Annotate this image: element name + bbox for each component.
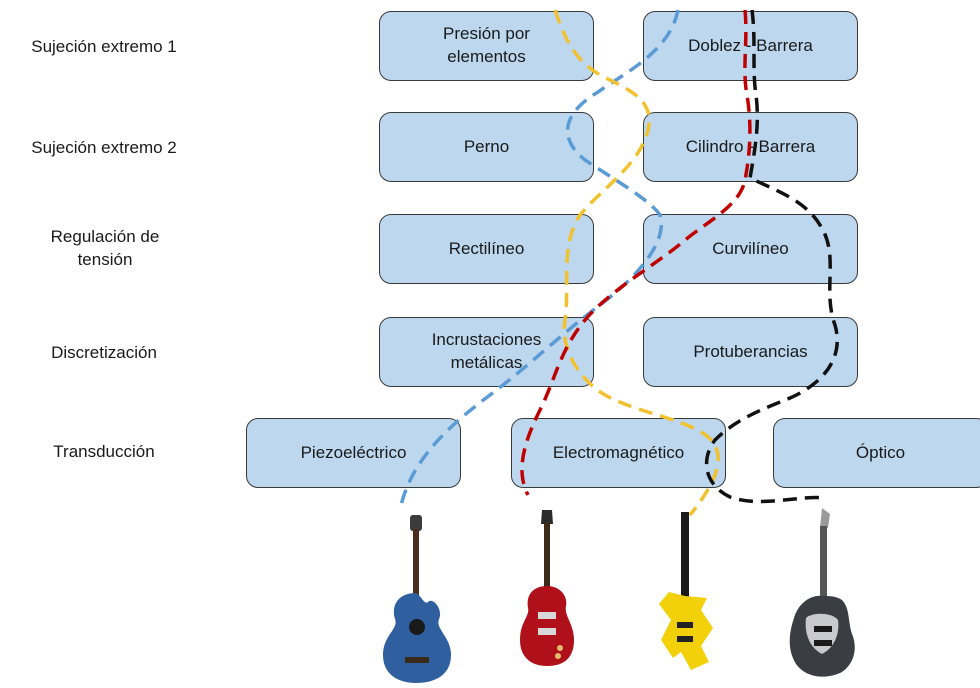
acoustic-blue-guitar-icon — [383, 515, 451, 683]
option-optico: Óptico — [773, 418, 980, 488]
row-label-sujecion-2: Sujeción extremo 2 — [31, 138, 177, 157]
row-label-regulacion: Regulación de tensión — [50, 227, 160, 269]
option-presion: Presión por elementos — [379, 11, 594, 81]
row-label-discretizacion: Discretización — [51, 343, 157, 362]
option-perno: Perno — [379, 112, 594, 182]
option-curvilineo: Curvilíneo — [643, 214, 858, 284]
row-label-transduccion: Transducción — [53, 442, 155, 461]
option-electro: Electromagnético — [511, 418, 726, 488]
yellow-headless-guitar-icon — [659, 512, 713, 670]
option-doblez: Doblez - Barrera — [643, 11, 858, 81]
option-protuberancias: Protuberancias — [643, 317, 858, 387]
option-rectilineo: Rectilíneo — [379, 214, 594, 284]
option-incrustaciones: Incrustaciones metálicas — [379, 317, 594, 387]
option-piezo: Piezoeléctrico — [246, 418, 461, 488]
silver-electric-guitar-icon — [789, 508, 855, 677]
red-electric-guitar-icon — [520, 510, 574, 666]
row-label-sujecion-1: Sujeción extremo 1 — [31, 37, 177, 56]
option-cilindro: Cilindro - Barrera — [643, 112, 858, 182]
